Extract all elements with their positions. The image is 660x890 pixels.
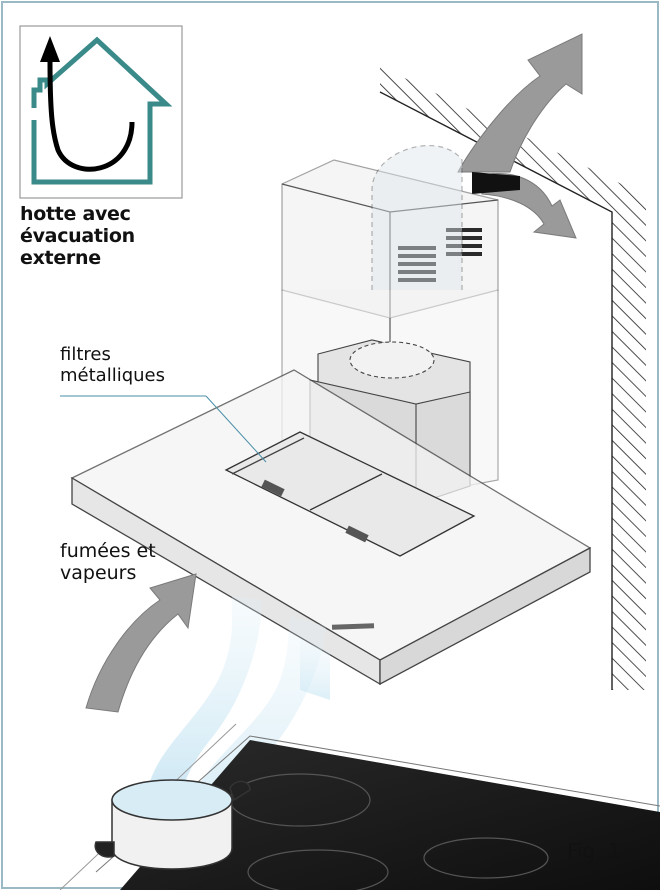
filters-line-2: métalliques (60, 364, 165, 386)
caption-line-3: externe (20, 246, 101, 269)
fumes-line-1: fumées et (60, 540, 156, 562)
house-with-exhaust-arrow-icon (19, 25, 183, 199)
cooking-pot (94, 779, 251, 870)
filters-line-1: filtres (60, 344, 111, 365)
hood-type-caption: hotte avec évacuation externe (20, 203, 190, 270)
fumes-label: fumées et vapeurs (60, 540, 210, 585)
recirculation-arrow (472, 172, 577, 239)
figure-number: Fig. 1 (567, 839, 621, 863)
caption-line-1: hotte avec (20, 203, 131, 225)
filters-leader-line-2 (205, 395, 267, 463)
curved-up-arrow-icon (47, 59, 135, 172)
wall (379, 66, 646, 690)
fumes-arrow (85, 573, 197, 713)
caption-line-2: évacuation (20, 224, 135, 247)
exhaust-arrow-up (457, 33, 583, 173)
fumes-line-2: vapeurs (60, 561, 137, 584)
metal-filters-label: filtres métalliques (60, 344, 210, 386)
